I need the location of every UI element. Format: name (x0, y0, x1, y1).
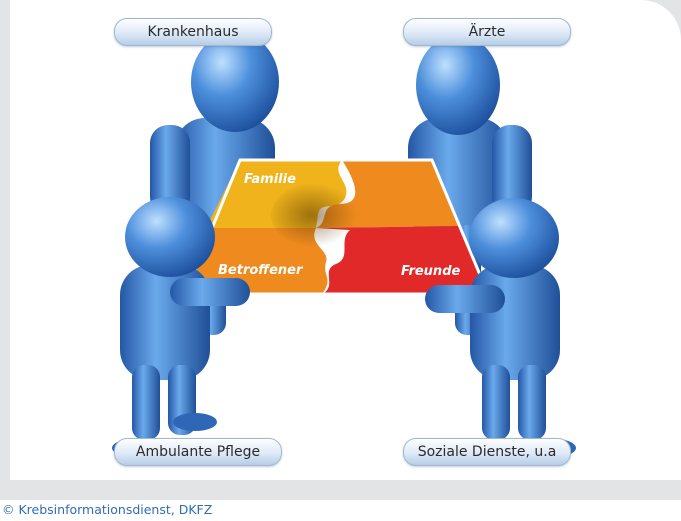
label-soziale-dienste: Soziale Dienste, u.a (403, 438, 571, 466)
puzzle-label-freunde: Freunde (401, 264, 460, 279)
credit-text: © Krebsinformationsdienst, DKFZ (2, 502, 213, 517)
puzzle: Familie Betroffener Freunde (182, 158, 491, 296)
label-aerzte: Ärzte (403, 18, 571, 46)
team-puzzle-illustration: Familie Betroffener Freunde (112, 32, 576, 458)
label-ambulante-pflege: Ambulante Pflege (114, 438, 282, 466)
puzzle-piece-betroffener (185, 228, 328, 294)
puzzle-label-betroffener: Betroffener (218, 263, 304, 278)
puzzle-piece-freunde (316, 226, 488, 294)
puzzle-label-familie: Familie (244, 172, 296, 187)
figure-bottom-right (425, 198, 576, 458)
label-krankenhaus: Krankenhaus (114, 18, 272, 46)
